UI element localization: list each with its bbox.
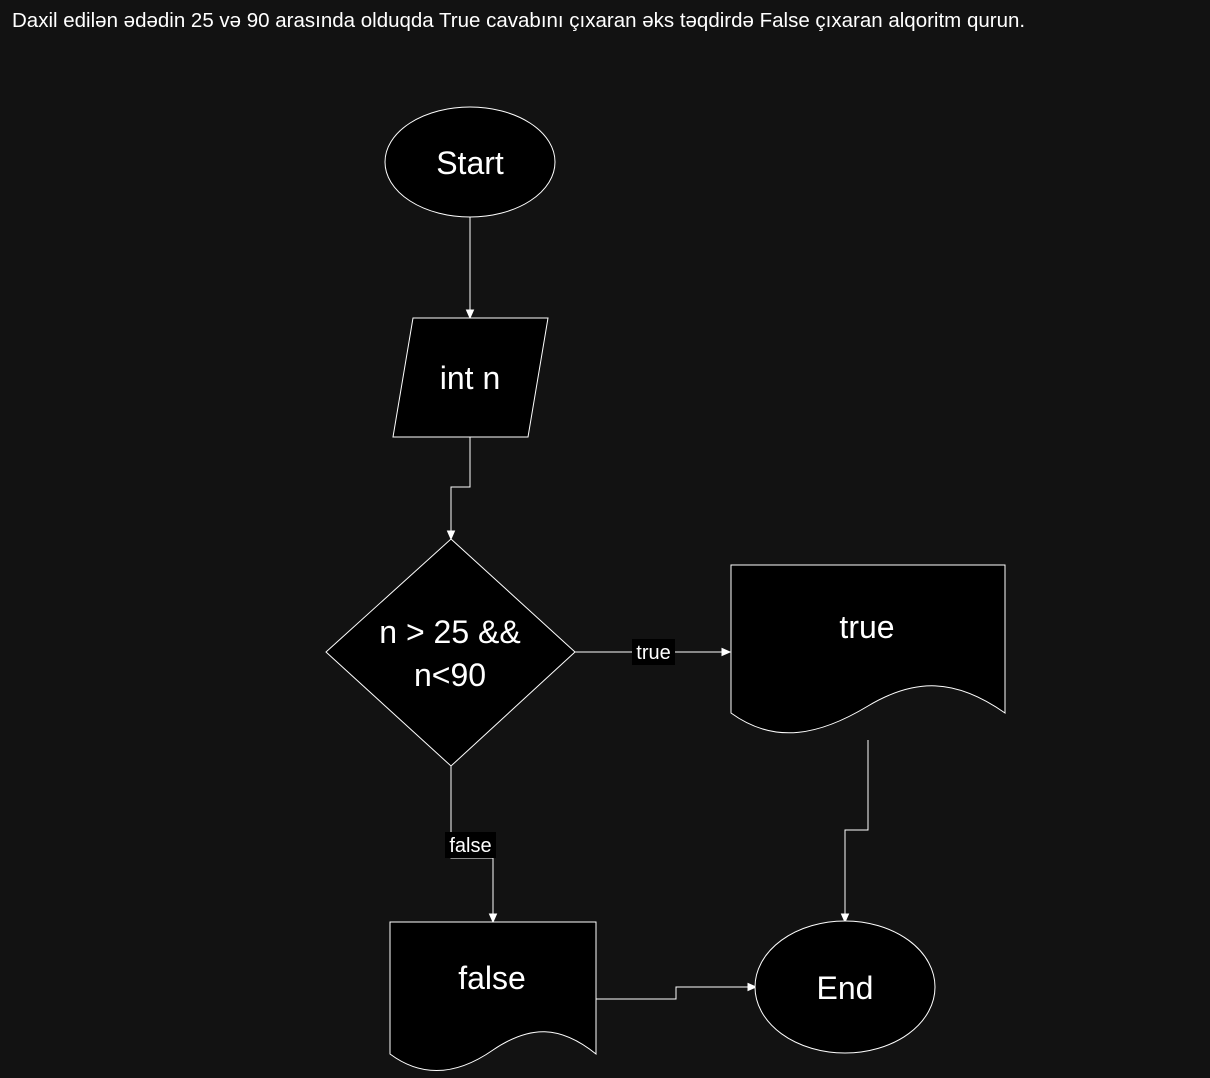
edge-label-false: false <box>445 832 496 858</box>
input-label: int n <box>440 360 500 396</box>
end-label: End <box>817 970 874 1006</box>
edge-false-output-to-end <box>596 982 758 1000</box>
edge-input-to-decision <box>446 437 471 541</box>
end-node: End <box>754 920 936 1054</box>
decision-label-line2: n<90 <box>414 657 486 693</box>
output-true-label: true <box>839 609 894 645</box>
decision-label-line1: n > 25 && <box>379 614 520 650</box>
edge-label-true-text: true <box>636 642 670 664</box>
start-label: Start <box>436 145 504 181</box>
output-false-node: false <box>389 921 597 1072</box>
task-description: Daxil edilən ədədin 25 və 90 arasında ol… <box>12 9 1026 32</box>
edge-label-false-text: false <box>449 835 491 857</box>
edge-start-to-input <box>465 217 475 320</box>
edge-label-true: true <box>632 639 675 665</box>
edge-true-output-to-end <box>840 740 869 924</box>
output-true-node: true <box>730 564 1006 734</box>
output-false-label: false <box>458 960 526 996</box>
input-node: int n <box>392 317 549 438</box>
start-node: Start <box>384 106 556 218</box>
decision-node: n > 25 && n<90 <box>325 538 576 767</box>
